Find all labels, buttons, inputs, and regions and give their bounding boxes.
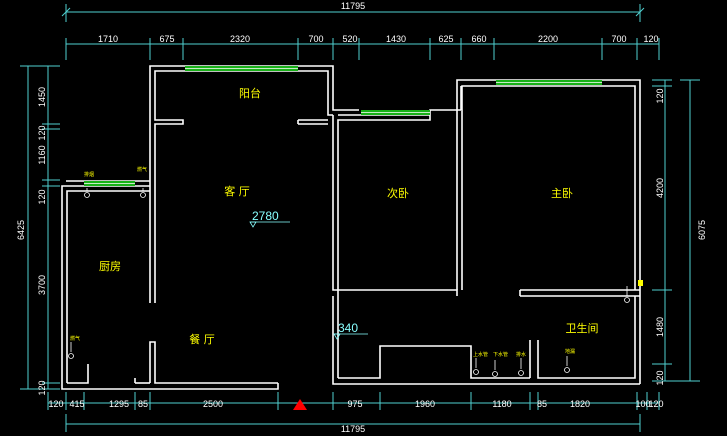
dim-left-5: 3700 <box>37 275 47 295</box>
room-labels: 阳台 客 厅 次卧 主卧 厨房 餐 厅 卫生间 <box>99 86 599 346</box>
dim-top-3: 2320 <box>230 34 250 44</box>
dim-left-overall: 6425 <box>16 220 26 240</box>
fixture-circle <box>492 371 498 377</box>
fixture-label-6: 排水 <box>516 351 526 358</box>
right-dimensions: 120 4200 1480 120 6075 <box>652 79 707 386</box>
dim-right-overall: 6075 <box>697 220 707 240</box>
dim-bottom-4: 85 <box>138 399 148 409</box>
dim-bottom-11: 100 <box>635 399 650 409</box>
fixtures <box>68 188 630 377</box>
fixture-label-2: 燃气 <box>137 166 147 173</box>
level-marker-1: 2780 <box>249 209 290 228</box>
bottom-overall-dimension: 11795 <box>65 414 641 434</box>
dim-bottom-2: 415 <box>69 399 84 409</box>
dim-bottom-6: 975 <box>347 399 362 409</box>
fixture-label-1: 排烟 <box>84 171 94 178</box>
dim-bottom-3: 1295 <box>109 399 129 409</box>
room-label-balcony: 阳台 <box>239 86 261 100</box>
level-marker-2: 340 <box>333 321 368 340</box>
fixture-label-7: 地漏 <box>565 348 575 355</box>
dim-top-10: 700 <box>611 34 626 44</box>
fixture-label-3: 燃气 <box>70 335 80 342</box>
dim-right-3: 1480 <box>655 317 665 337</box>
room-label-bathroom: 卫生间 <box>566 321 599 335</box>
dim-bottom-12: 120 <box>648 399 663 409</box>
fixture-circle <box>140 192 146 198</box>
room-label-dining: 餐 厅 <box>189 332 215 346</box>
room-label-living: 客 厅 <box>224 184 250 198</box>
room-label-second-bedroom: 次卧 <box>387 186 409 200</box>
fixture-circle <box>564 367 570 373</box>
dim-left-3: 1160 <box>37 145 47 164</box>
dim-top-11: 120 <box>643 34 658 44</box>
dim-bottom-7: 1960 <box>415 399 435 409</box>
dim-top-8: 660 <box>471 34 486 44</box>
dim-bottom-9: 85 <box>537 399 547 409</box>
dim-left-2: 120 <box>37 125 47 140</box>
dim-top-7: 625 <box>438 34 453 44</box>
dim-left-4: 120 <box>37 189 47 204</box>
top-row-dimensions: 1710 675 2320 700 520 1430 625 660 2200 … <box>65 34 660 60</box>
dim-top-6: 1430 <box>386 34 406 44</box>
fixture-circle <box>518 370 524 376</box>
dim-left-6: 120 <box>37 380 47 395</box>
room-label-kitchen: 厨房 <box>99 260 121 273</box>
dim-top-1: 1710 <box>98 34 118 44</box>
level-value-2: 340 <box>338 321 358 335</box>
fixture-labels: 排烟 燃气 燃气 上水管 下水管 排水 地漏 <box>70 166 575 358</box>
dim-top-9: 2200 <box>538 34 558 44</box>
fixture-circle <box>84 192 90 198</box>
marker-yellow <box>638 280 643 286</box>
fixture-circle <box>68 353 74 359</box>
level-value-1: 2780 <box>252 209 279 223</box>
dim-top-5: 520 <box>342 34 357 44</box>
dim-top-2: 675 <box>159 34 174 44</box>
dim-right-2: 4200 <box>655 178 665 198</box>
dim-right-4: 120 <box>655 370 665 385</box>
fixture-label-4: 上水管 <box>473 351 488 358</box>
dim-top-4: 700 <box>308 34 323 44</box>
entrance-triangle-icon <box>293 399 307 410</box>
dim-right-1: 120 <box>655 88 665 103</box>
dim-bottom-10: 1820 <box>570 399 590 409</box>
dim-overall-bottom: 11795 <box>341 424 365 434</box>
walls <box>61 65 641 390</box>
fixture-circle <box>473 369 479 375</box>
left-dimensions: 6425 1450 120 1160 120 3700 120 <box>16 65 60 396</box>
windows <box>84 66 643 286</box>
dim-left-1: 1450 <box>37 87 47 107</box>
room-label-master-bedroom: 主卧 <box>551 187 573 200</box>
bottom-row-dimensions: 120 415 1295 85 2500 975 1960 1180 85 18… <box>47 392 664 410</box>
fixture-circle <box>624 297 630 303</box>
dim-overall-top: 11795 <box>341 1 365 11</box>
top-overall-dimension: 11795 <box>61 1 645 22</box>
dim-bottom-8: 1180 <box>492 399 511 409</box>
dim-bottom-5: 2500 <box>203 399 223 409</box>
dim-bottom-1: 120 <box>48 399 63 409</box>
fixture-label-5: 下水管 <box>493 351 508 358</box>
